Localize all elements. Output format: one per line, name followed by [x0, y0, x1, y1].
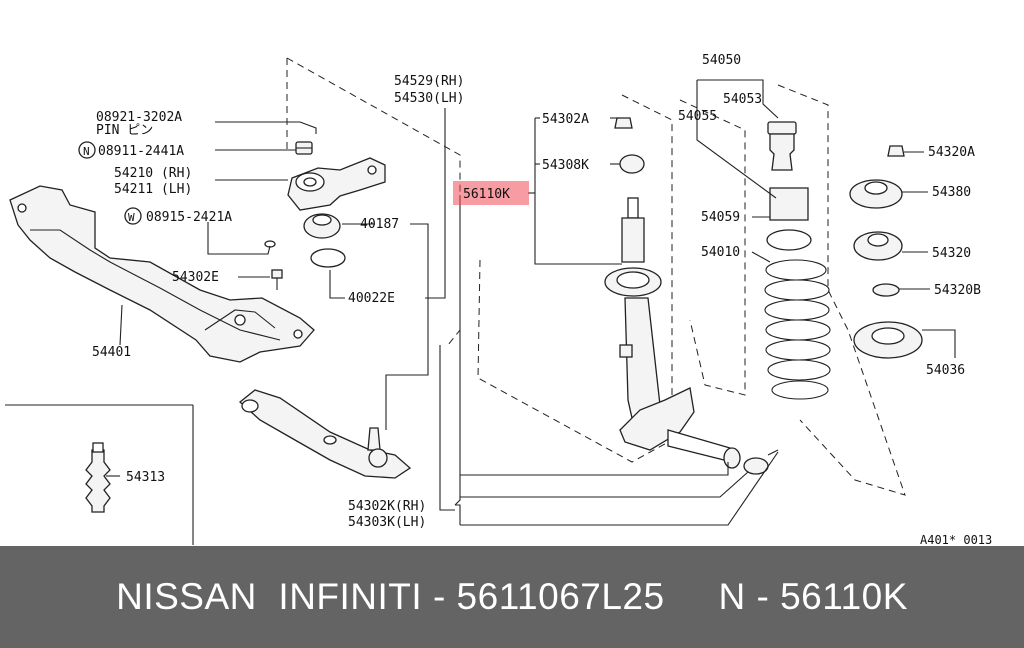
label-w-mark: W	[128, 211, 135, 224]
footer-bar: NISSAN INFINITI - 5611067L25 N - 56110K	[0, 546, 1024, 648]
label-56110k: 56110K	[463, 187, 510, 202]
mount-54380	[849, 179, 903, 209]
label-54036: 54036	[926, 363, 965, 378]
coil-spring-54010	[764, 259, 831, 400]
parts-diagram: 08921-3202A PIN ピン N 08911-2441A 54210 (…	[5, 53, 992, 546]
label-54320: 54320	[932, 246, 971, 261]
pin-08921	[299, 121, 317, 134]
boundary-mount-assembly	[777, 84, 906, 496]
label-54211: 54211 (LH)	[114, 182, 192, 197]
label-54529: 54529(RH)	[394, 74, 464, 89]
boundary-left-assembly	[286, 57, 461, 346]
label-54320a: 54320A	[928, 145, 975, 160]
bracket-54210	[287, 157, 386, 211]
boundary-strut-assembly	[477, 94, 673, 463]
label-54010: 54010	[701, 245, 740, 260]
label-54401: 54401	[92, 345, 131, 360]
label-54059: 54059	[701, 210, 740, 225]
label-40022e: 40022E	[348, 291, 395, 306]
leader-lines	[106, 79, 956, 526]
label-54530: 54530(LH)	[394, 91, 464, 106]
label-54050: 54050	[702, 53, 741, 68]
mount-54320	[853, 231, 903, 261]
nut-54320a	[887, 145, 905, 157]
label-54302k: 54302K(RH)	[348, 499, 426, 514]
hub-nut	[723, 447, 779, 475]
bushing-40187	[303, 213, 341, 239]
label-54053: 54053	[723, 92, 762, 107]
label-08915: 08915-2421A	[146, 210, 232, 225]
crossmember-54401	[9, 185, 315, 363]
highlight-56110k	[453, 181, 529, 205]
seal-40022e	[310, 248, 346, 268]
n-mark-circle	[78, 141, 96, 159]
label-54302a: 54302A	[542, 112, 589, 127]
label-54380: 54380	[932, 185, 971, 200]
seal-54036	[853, 321, 923, 359]
dust-boot-54313	[85, 442, 111, 513]
lower-arm-54529	[238, 389, 412, 479]
w-mark-circle	[124, 207, 142, 225]
footer-part-number: NISSAN INFINITI - 5611067L25 N - 56110K	[116, 576, 908, 617]
strut-56110k	[604, 197, 733, 463]
label-n-mark: N	[83, 145, 90, 158]
label-54313: 54313	[126, 470, 165, 485]
label-40187: 40187	[360, 217, 399, 232]
spring-seat-54059	[769, 187, 809, 221]
label-08921: 08921-3202A	[96, 110, 182, 125]
nut-54302a	[614, 117, 633, 129]
label-54320b: 54320B	[934, 283, 981, 298]
label-08911: 08911-2441A	[98, 144, 184, 159]
nut-08911	[295, 141, 313, 155]
insulator-54059	[766, 229, 812, 251]
label-54308k: 54308K	[542, 158, 589, 173]
bolt-54302e	[271, 269, 283, 290]
bearing-54308k	[619, 154, 645, 174]
label-pin: PIN ピン	[96, 123, 153, 138]
label-54210: 54210 (RH)	[114, 166, 192, 181]
label-54302e: 54302E	[172, 270, 219, 285]
label-54303k: 54303K(LH)	[348, 515, 426, 530]
washer-54320b	[872, 283, 900, 297]
boundary-spring-assembly	[679, 99, 746, 396]
label-54055: 54055	[678, 109, 717, 124]
bump-stop-54053	[767, 121, 797, 171]
reference-code: A401* 0013	[920, 533, 992, 546]
